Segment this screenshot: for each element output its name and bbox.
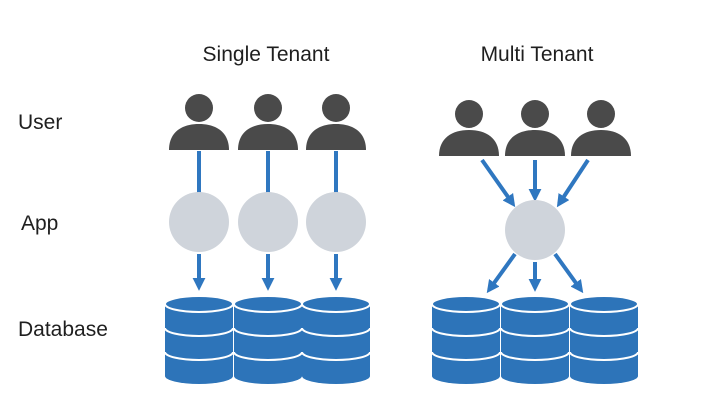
database-cylinder-icon	[164, 295, 234, 384]
database-cylinder-icon	[301, 295, 371, 384]
database-cylinder-icon	[233, 295, 303, 384]
app-circle-icon	[238, 192, 298, 252]
single-tenant-title: Single Tenant	[203, 43, 330, 66]
app-circle-icon	[169, 192, 229, 252]
person-icon	[169, 94, 229, 150]
arrow	[480, 158, 516, 208]
row-label-app: App	[21, 212, 58, 235]
multi-tenant-title: Multi Tenant	[481, 43, 594, 66]
person-icon	[505, 100, 565, 156]
row-label-database: Database	[18, 318, 108, 341]
app-circle-icon	[306, 192, 366, 252]
arrow	[556, 158, 590, 208]
database-cylinder-icon	[431, 295, 501, 384]
database-cylinder-icon	[569, 295, 639, 384]
shared-app-circle-icon	[505, 200, 565, 260]
database-cylinder-icon	[500, 295, 570, 384]
person-icon	[238, 94, 298, 150]
person-icon	[439, 100, 499, 156]
row-label-user: User	[18, 111, 62, 134]
arrow	[553, 252, 584, 294]
multi-tenant-group	[431, 100, 639, 384]
arrow	[486, 252, 517, 294]
person-icon	[571, 100, 631, 156]
single-tenant-group	[164, 94, 371, 384]
person-icon	[306, 94, 366, 150]
